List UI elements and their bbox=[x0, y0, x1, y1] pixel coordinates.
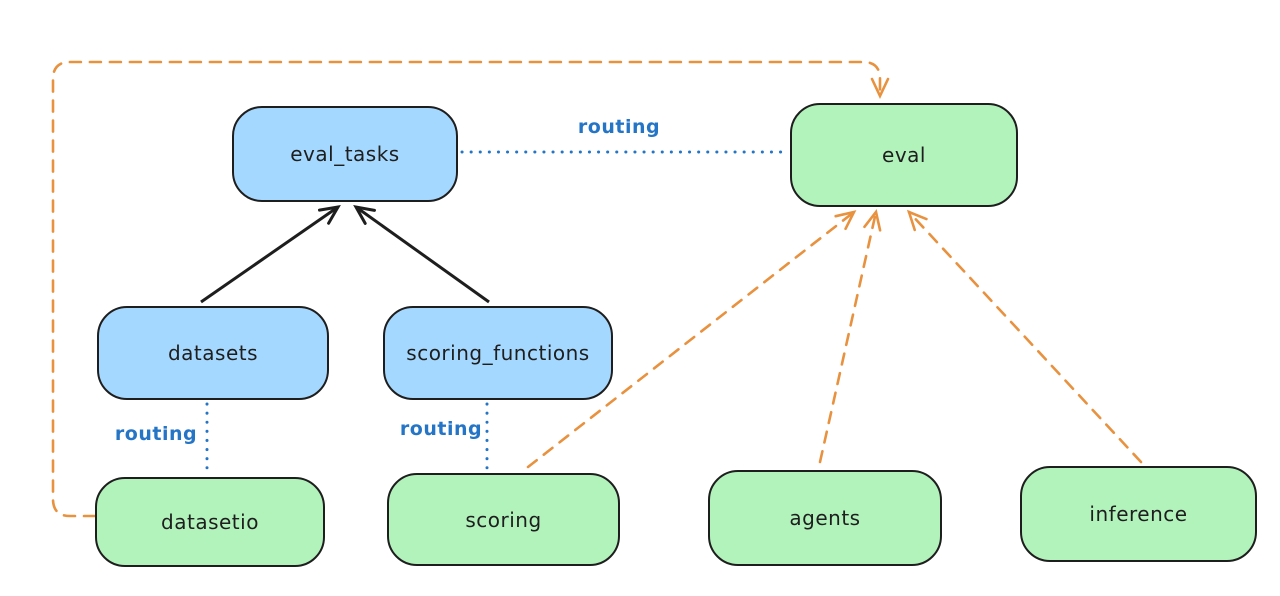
routing-label-scoring-functions-scoring: routing bbox=[399, 418, 483, 440]
routing-label-eval-tasks-eval: routing bbox=[577, 116, 661, 138]
node-eval: eval bbox=[790, 103, 1018, 207]
edge-scoring-to-eval-arrow bbox=[526, 210, 857, 469]
node-eval-tasks: eval_tasks bbox=[232, 106, 458, 202]
routing-label-datasets-datasetio: routing bbox=[114, 423, 198, 445]
edge-scoring-functions-to-eval-tasks-arrow bbox=[353, 204, 490, 304]
node-datasetio: datasetio bbox=[95, 477, 325, 567]
node-datasets: datasets bbox=[97, 306, 329, 400]
node-agents: agents bbox=[708, 470, 942, 566]
node-scoring: scoring bbox=[387, 473, 620, 566]
edge-inference-to-eval-arrow bbox=[906, 209, 1143, 464]
node-scoring-functions: scoring_functions bbox=[383, 306, 613, 400]
edge-datasetio-to-eval-arrow bbox=[51, 60, 890, 518]
node-inference: inference bbox=[1020, 466, 1257, 562]
edge-agents-to-eval-arrow bbox=[818, 209, 882, 464]
edge-datasets-to-eval-tasks-arrow bbox=[200, 204, 341, 304]
